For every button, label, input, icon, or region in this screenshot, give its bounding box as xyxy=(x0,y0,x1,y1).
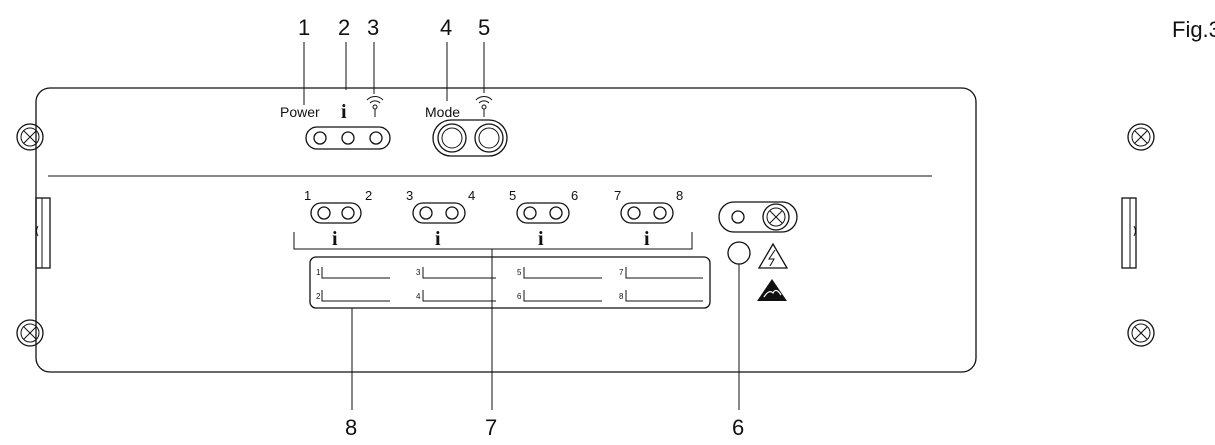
channel-label-6: 6 xyxy=(571,188,578,203)
channel-info-icon: i xyxy=(435,228,441,250)
callout-leaders-bottom xyxy=(351,249,740,410)
channel-led-1 xyxy=(317,206,331,220)
high-voltage-warning-icon xyxy=(757,242,789,269)
label-strip xyxy=(309,256,711,309)
callout-8: 8 xyxy=(345,415,357,440)
label-strip-number: 2 xyxy=(316,292,321,301)
channel-led-5 xyxy=(523,206,537,220)
cross-screw-icon xyxy=(1127,319,1155,347)
channel-led-6 xyxy=(549,206,563,220)
label-strip-number: 4 xyxy=(416,292,421,301)
figure-label: Fig.3 xyxy=(1172,17,1215,42)
wireless-led xyxy=(369,131,383,145)
channel-label-2: 2 xyxy=(365,188,372,203)
callout-2: 2 xyxy=(338,15,350,40)
esd-warning-icon xyxy=(757,279,787,301)
info-icon: i xyxy=(341,101,347,123)
channel-led-7 xyxy=(627,206,641,220)
channel-led-4 xyxy=(445,206,459,220)
channel-led-2 xyxy=(341,206,355,220)
channel-label-4: 4 xyxy=(468,188,475,203)
cross-screw-icon xyxy=(16,319,44,347)
right-handle xyxy=(1121,197,1137,269)
channel-led-group-3 xyxy=(516,202,570,224)
label-strip-number: 8 xyxy=(619,292,624,301)
service-led xyxy=(731,210,745,224)
cross-screw-icon xyxy=(1127,123,1155,151)
power-led xyxy=(313,131,327,145)
wireless-signal-icon xyxy=(366,96,384,117)
label-strip-number: 1 xyxy=(316,268,321,277)
power-label: Power xyxy=(280,104,320,120)
label-strip-number: 3 xyxy=(416,268,421,277)
mode-button[interactable] xyxy=(437,123,467,153)
left-handle xyxy=(35,197,51,269)
channel-label-3: 3 xyxy=(406,188,413,203)
callout-4: 4 xyxy=(440,15,452,40)
info-led xyxy=(341,131,355,145)
channel-led-group-4 xyxy=(620,202,674,224)
label-strip-number: 7 xyxy=(619,268,624,277)
callout-1: 1 xyxy=(298,15,310,40)
channel-led-group-2 xyxy=(412,202,466,224)
service-housing xyxy=(718,201,798,233)
channel-led-3 xyxy=(419,206,433,220)
callout-3: 3 xyxy=(367,15,379,40)
channel-led-group-1 xyxy=(310,202,362,224)
led-group-top xyxy=(305,126,391,150)
channel-info-icon: i xyxy=(332,228,338,250)
channel-info-icon: i xyxy=(644,228,650,250)
channel-info-icon: i xyxy=(538,228,544,250)
channel-led-8 xyxy=(653,206,667,220)
channel-label-7: 7 xyxy=(614,188,621,203)
channel-label-8: 8 xyxy=(676,188,683,203)
cross-screw-icon xyxy=(762,203,790,231)
callout-7: 7 xyxy=(485,415,497,440)
callout-leaders-top xyxy=(303,42,485,105)
label-strip-number: 6 xyxy=(517,292,522,301)
button-housing xyxy=(432,119,508,157)
channel-label-1: 1 xyxy=(304,188,311,203)
callout-5: 5 xyxy=(478,15,490,40)
callout-6: 6 xyxy=(732,415,744,440)
reset-button[interactable] xyxy=(727,241,751,265)
wireless-button[interactable] xyxy=(474,123,504,153)
wireless-signal-icon xyxy=(475,96,493,117)
cross-screw-icon xyxy=(16,123,44,151)
label-strip-number: 5 xyxy=(517,268,522,277)
info-bracket xyxy=(293,232,693,250)
mode-label: Mode xyxy=(425,104,460,120)
channel-label-5: 5 xyxy=(509,188,516,203)
